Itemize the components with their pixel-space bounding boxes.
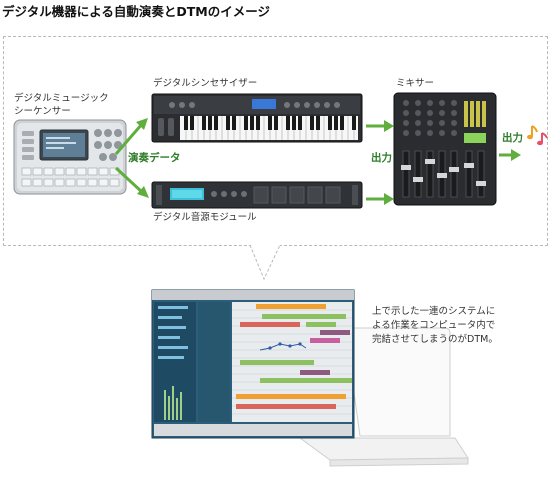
sequencer-label-line1: デジタルミュージック	[14, 93, 109, 104]
synthesizer-device	[151, 93, 363, 143]
music-note-icon	[527, 125, 548, 146]
synth-label: デジタルシンセサイザー	[153, 78, 258, 89]
arrow-sequencer-to-module	[114, 166, 149, 198]
mixer-label: ミキサー	[396, 78, 435, 89]
arrow-module-to-mixer	[366, 193, 394, 205]
arrow-mixer-output	[499, 149, 521, 161]
performance-data-label: 演奏データ	[128, 152, 181, 164]
module-label: デジタル音源モジュール	[153, 212, 257, 223]
sound-module-device	[151, 181, 363, 209]
callout-pointer	[249, 244, 281, 281]
laptop-illustration	[151, 289, 469, 467]
sequencer-device	[13, 119, 127, 195]
output-label-final: 出力	[502, 132, 523, 144]
page-title: デジタル機器による自動演奏とDTMのイメージ	[2, 4, 270, 19]
dtm-description: 上で示した一連のシステムに よる作業をコンピュータ内で 完結させてしまうのがDT…	[372, 305, 522, 347]
dtm-description-line2: よる作業をコンピュータ内で	[372, 320, 496, 331]
sequencer-label-line2: シーケンサー	[14, 106, 71, 117]
mixer-device	[393, 92, 497, 206]
arrow-sequencer-to-synth	[114, 118, 148, 155]
dtm-description-line3: 完結させてしまうのがDTM。	[372, 334, 498, 345]
output-label-mixer-in: 出力	[371, 152, 392, 164]
dtm-description-line1: 上で示した一連のシステムに	[372, 306, 496, 317]
arrow-synth-to-mixer	[366, 120, 394, 132]
